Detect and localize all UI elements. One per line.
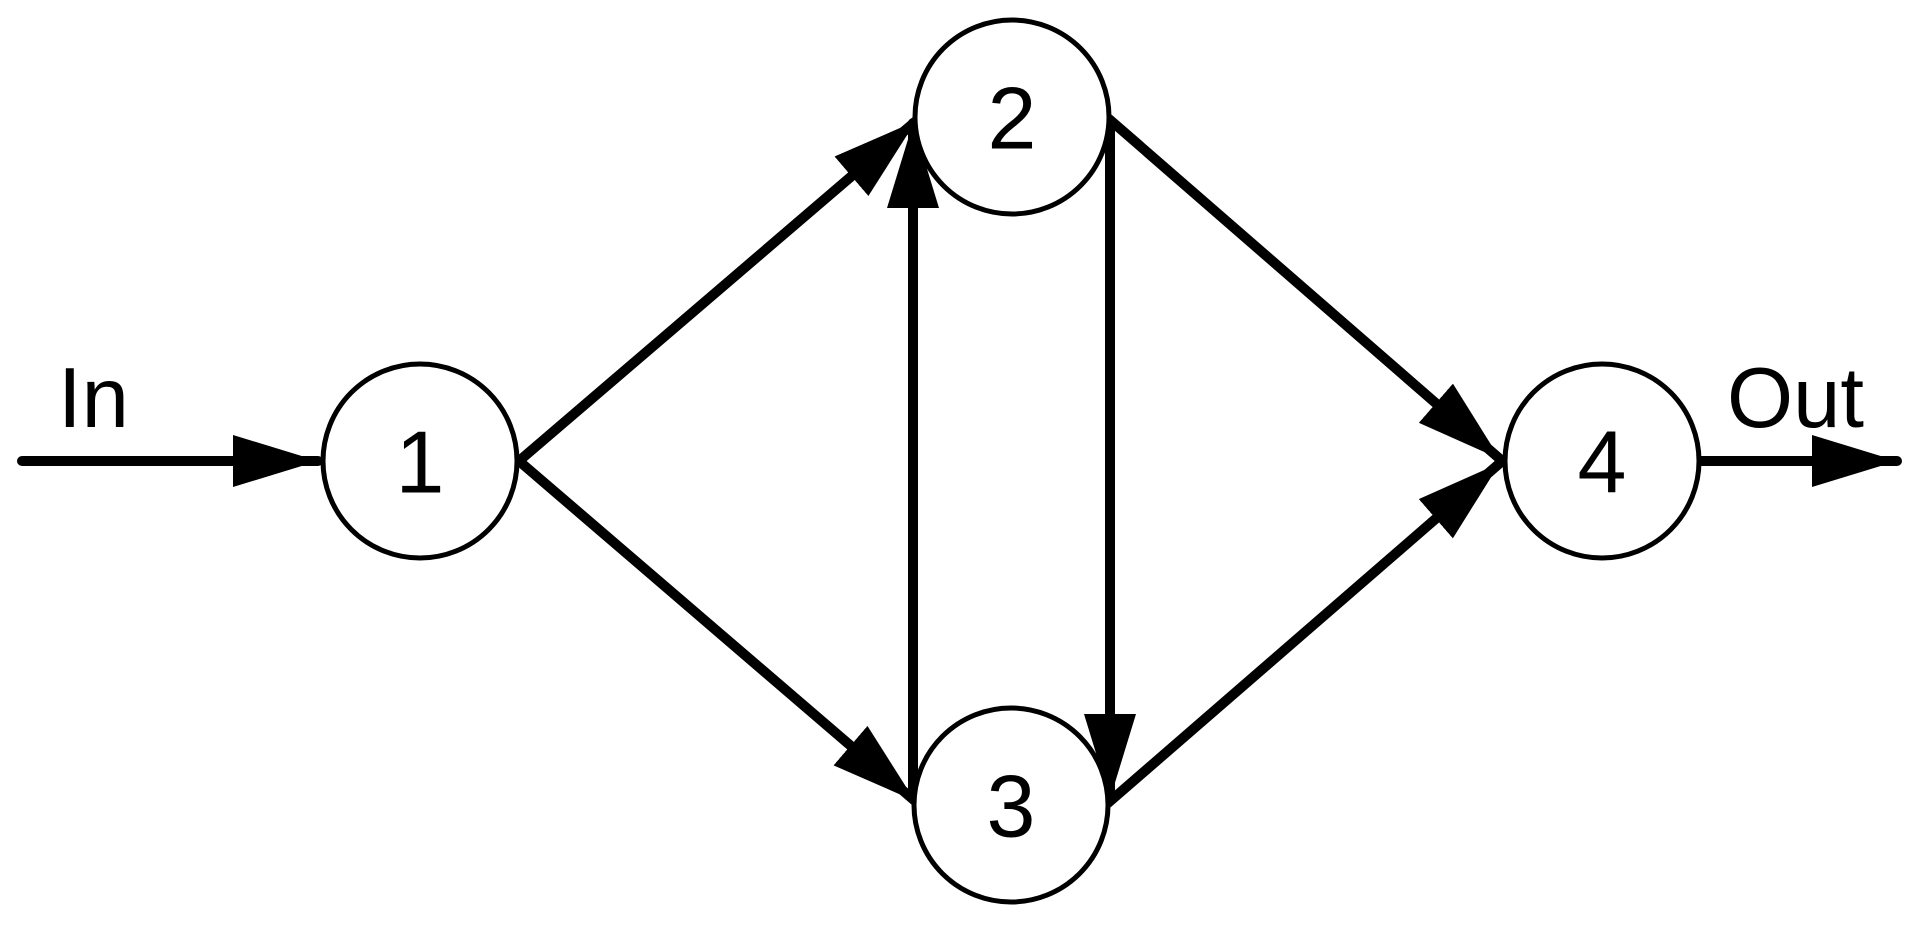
node-3-label: 3 <box>987 757 1036 856</box>
node-4-circle <box>1502 361 1702 561</box>
node-3-circle <box>911 705 1111 905</box>
node-4-label: 4 <box>1578 413 1627 512</box>
edge-1-2-arrow <box>514 116 921 466</box>
edge-3-4-arrow <box>1103 458 1505 808</box>
node-2-label: 2 <box>988 69 1037 168</box>
node-2-circle <box>912 17 1112 217</box>
out-label: Out <box>1727 351 1864 446</box>
edge-1-3-arrow <box>514 456 920 806</box>
in-label: In <box>58 351 129 446</box>
edge-2-4-arrow <box>1104 114 1505 464</box>
node-1-label: 1 <box>396 413 445 512</box>
node-1-circle <box>320 361 520 561</box>
